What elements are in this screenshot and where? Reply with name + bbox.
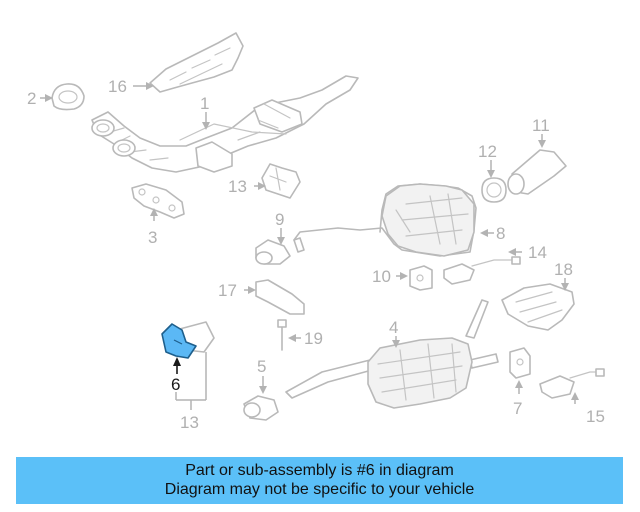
callout-1: 1: [200, 94, 209, 113]
callout-12: 12: [478, 142, 497, 161]
part-19-bolt[interactable]: 19: [277, 319, 323, 351]
banner-line-2: Diagram may not be specific to your vehi…: [164, 481, 475, 498]
part-15-sensor-upper[interactable]: 14: [443, 243, 547, 285]
callout-13: 13: [180, 413, 199, 432]
part-6-highlighted[interactable]: 6: [161, 323, 197, 394]
banner-line-1: Part or sub-assembly is #6 in diagram: [185, 462, 454, 479]
part-7-mount[interactable]: 7: [509, 347, 531, 418]
callout-2: 2: [27, 89, 36, 108]
callout-15b: 15: [586, 407, 605, 426]
callout-17: 18: [554, 260, 573, 279]
callout-15a: 14: [528, 243, 547, 262]
part-12-clamp[interactable]: 12: [478, 142, 507, 203]
part-16-heat-shield[interactable]: 16: [108, 32, 244, 96]
part-11-tail-tip[interactable]: 11: [507, 116, 567, 195]
part-14-hanger[interactable]: 13: [228, 163, 301, 199]
part-15-sensor-lower[interactable]: 15: [539, 368, 605, 426]
part-18-heat-shield[interactable]: 17: [218, 279, 305, 315]
part-10-mount[interactable]: 10: [372, 265, 433, 291]
callout-14: 13: [228, 177, 247, 196]
part-1-front-pipe[interactable]: 1: [91, 75, 359, 173]
callout-9: 9: [275, 210, 284, 229]
callout-11: 11: [532, 116, 550, 135]
callout-7: 7: [513, 399, 522, 418]
callout-8: 8: [496, 224, 505, 243]
callout-16: 16: [108, 77, 127, 96]
callout-5: 5: [257, 357, 266, 376]
callout-10: 10: [372, 267, 391, 286]
callout-4: 4: [389, 318, 398, 337]
callout-3: 3: [148, 228, 157, 247]
callout-6: 6: [171, 375, 180, 394]
callout-19: 19: [304, 329, 323, 348]
callout-18: 17: [218, 281, 237, 300]
part-8-rear-muffler[interactable]: 8: [293, 183, 505, 257]
part-17-heat-shield[interactable]: 18: [501, 260, 575, 331]
part-3-bracket[interactable]: 3: [131, 183, 185, 247]
part-5-clamp[interactable]: 5: [243, 357, 279, 421]
part-9-clamp[interactable]: 9: [255, 210, 291, 265]
part-2-gasket[interactable]: 2: [27, 83, 85, 111]
info-banner: Part or sub-assembly is #6 in diagram Di…: [16, 457, 623, 504]
part-4-center-muffler[interactable]: 4: [285, 299, 499, 409]
